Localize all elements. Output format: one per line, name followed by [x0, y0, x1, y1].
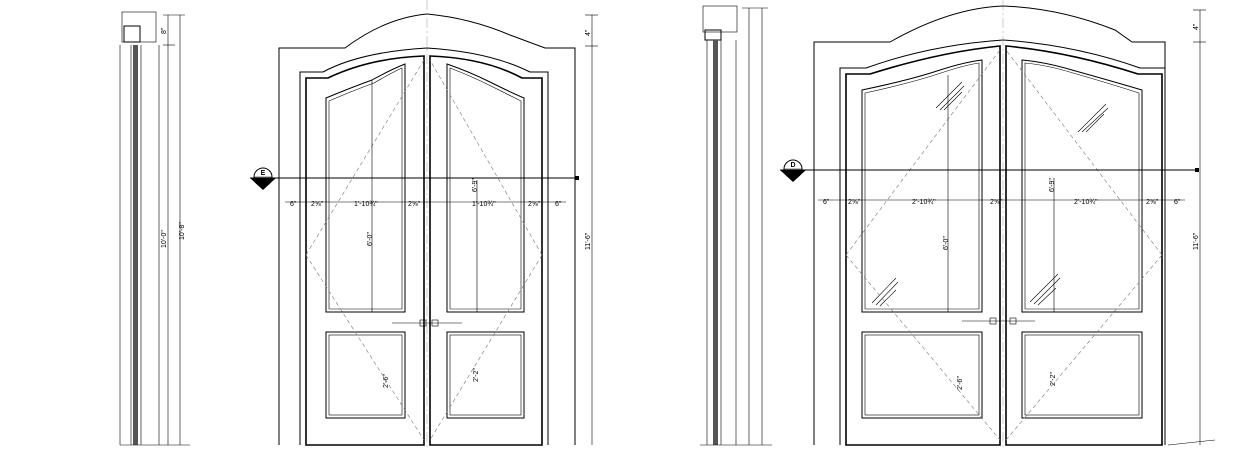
lower-panel-left — [325, 331, 406, 419]
glass-panel-left — [861, 59, 983, 313]
section-marker-d: D 1.01 — [780, 159, 806, 182]
door-leaf-right — [1005, 45, 1163, 446]
panel-width-right: 2'-10¾" — [1074, 199, 1098, 206]
overall-height-dim: 11'-6" — [585, 232, 592, 250]
lower-panel-right — [446, 331, 525, 419]
handle-right — [431, 319, 439, 327]
mid-height: 6'-9" — [1049, 178, 1056, 192]
handle-left — [419, 319, 427, 327]
height-dim-a: 10'-0" — [161, 230, 168, 248]
elevation-right: D 1.01 6" 2⅝" 2'-10¾" 2⅝" 2'-10¾" 2⅝" 6"… — [780, 0, 1216, 450]
top-dim: 8" — [161, 27, 168, 34]
upper-panel-left — [325, 63, 406, 313]
panel-width-left: 2'-10¾" — [912, 199, 936, 206]
lower-panel-height: 2'-6" — [957, 376, 964, 390]
swing-lines-left — [305, 59, 425, 441]
marker-letter: E — [261, 170, 266, 177]
glass-reflection-marks — [871, 81, 1109, 307]
lower-panel-height-b: 2'-2" — [473, 368, 480, 382]
lower-panel-right — [1021, 331, 1143, 419]
door-leaf-left — [845, 45, 1001, 446]
door-leaf-right — [429, 55, 543, 446]
stile-dim-right: 2⅝" — [1146, 199, 1159, 206]
arch-dim: 4" — [585, 29, 592, 36]
lower-panel-height-b: 2'-2" — [1050, 372, 1057, 386]
side-dim-right: 6" — [555, 201, 562, 208]
stile-dim-right: 2⅝" — [528, 201, 541, 208]
section-trim-block — [123, 25, 141, 43]
swing-lines-right — [1005, 49, 1163, 441]
left-section: 10'-0" 10'-8" 8" — [119, 11, 190, 446]
marker-sheet: 1.01 — [786, 171, 800, 178]
door-slab-section — [133, 45, 138, 445]
inner-frame — [299, 47, 549, 445]
upper-panel-height: 6'-0" — [367, 232, 374, 246]
section-header-block — [702, 5, 738, 33]
swing-lines-left — [845, 49, 1001, 441]
side-dim-left: 6" — [823, 199, 830, 206]
lower-panel-height: 2'-6" — [383, 374, 390, 388]
marker-sheet: 1.02 — [256, 179, 270, 186]
mid-height: 6'-9" — [472, 178, 479, 192]
lower-panel-left — [861, 331, 983, 419]
outer-frame — [813, 5, 1166, 445]
upper-panel-right — [446, 63, 525, 313]
stile-dim-left: 2⅝" — [848, 199, 861, 206]
right-section — [700, 5, 772, 446]
overall-height-dim: 11'-6" — [1193, 232, 1200, 250]
height-dim-b: 10'-8" — [179, 222, 186, 240]
handle-left — [989, 317, 997, 325]
door-leaf-left — [305, 55, 425, 446]
stile-dim-mid: 2⅝" — [408, 201, 421, 208]
elevation-left: E 1.02 6" 2⅝" 1'-10¾" 2⅝" 1'-10¾" 2⅝" 6"… — [250, 0, 598, 450]
panel-width-left: 1'-10¾" — [354, 201, 378, 208]
handle-right — [1009, 317, 1017, 325]
inner-frame — [839, 39, 1165, 445]
marker-letter: D — [790, 162, 795, 169]
swing-lines-right — [429, 59, 543, 441]
upper-panel-height: 6'-0" — [943, 236, 950, 250]
side-dim-left: 6" — [290, 201, 297, 208]
stile-dim-left: 2⅝" — [311, 201, 324, 208]
section-marker-e: E 1.02 — [250, 167, 276, 190]
arch-dim: 4" — [1193, 23, 1200, 30]
stile-dim-mid: 2⅝" — [990, 199, 1003, 206]
glass-panel-right — [1021, 59, 1143, 313]
side-dim-right: 6" — [1174, 199, 1181, 206]
section-header-block — [121, 11, 157, 43]
panel-width-right: 1'-10¾" — [472, 201, 496, 208]
door-slab-section — [713, 40, 718, 445]
